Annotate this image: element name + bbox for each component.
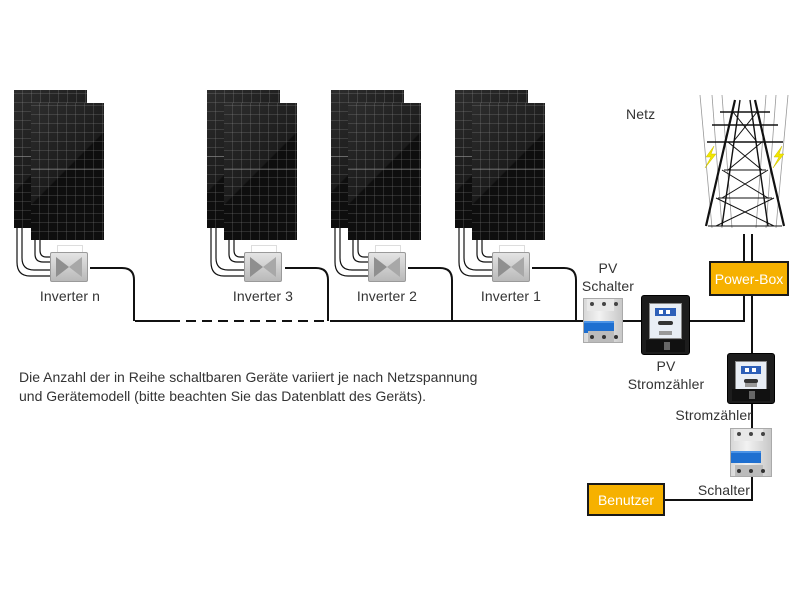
panel-leads-inverter-3: [210, 228, 244, 277]
inverter-n-label: Inverter n: [39, 288, 101, 304]
pv-meter-label-line1: PV: [656, 358, 676, 374]
pv-meter-icon: [641, 295, 690, 355]
main-breaker-icon: [730, 428, 772, 477]
pv-meter-label-line2: Stromzähler: [627, 376, 705, 392]
note-line-2: und Gerätemodell (bitte beachten Sie das…: [19, 388, 427, 404]
inverter-1-bracket: [499, 245, 525, 252]
note-text: Die Anzahl der in Reihe schaltbaren Gerä…: [19, 368, 477, 406]
pv-breaker-icon: [583, 298, 623, 343]
pv-meter-to-powerbox-wire: [690, 296, 745, 322]
inverter-1-icon: [492, 252, 530, 282]
inverter-3-label: Inverter 3: [232, 288, 294, 304]
inverter-3-icon: [244, 252, 282, 282]
pv-switch-label-line1: PV: [598, 260, 618, 276]
lightning-icon-left: [704, 145, 717, 169]
inverter-1-label: Inverter 1: [480, 288, 542, 304]
panel-leads-inverter-1: [458, 228, 492, 277]
solar-panel-3-front: [224, 103, 297, 240]
inverter-3-output-wire: [285, 267, 329, 321]
main-switch-label: Schalter: [697, 482, 750, 498]
solar-panel-1-front: [472, 103, 545, 240]
pv-switch-label-line2: Schalter: [581, 278, 635, 294]
main-meter-label: Stromzähler: [675, 407, 752, 423]
inverter-2-bracket: [375, 245, 401, 252]
power-box: Power-Box: [709, 261, 789, 296]
transmission-tower-icon: [699, 94, 789, 229]
inverter-2-output-wire: [408, 267, 453, 321]
inverter-2-icon: [368, 252, 406, 282]
lightning-icon-right: [772, 145, 785, 169]
main-meter-icon: [727, 353, 775, 404]
solar-panel-n-front: [31, 103, 104, 240]
inverter-2-label: Inverter 2: [356, 288, 418, 304]
user-box: Benutzer: [587, 483, 665, 516]
panel-leads-inverter-n: [16, 228, 50, 277]
inverter-1-output-wire: [532, 267, 577, 321]
panel-leads-inverter-2: [334, 228, 368, 277]
solar-panel-2-front: [348, 103, 421, 240]
inverter-n-bracket: [57, 245, 83, 252]
inverter-3-bracket: [251, 245, 277, 252]
grid-label: Netz: [626, 106, 656, 122]
breaker-to-user-wire: [665, 477, 753, 501]
note-line-1: Die Anzahl der in Reihe schaltbaren Gerä…: [19, 369, 478, 385]
inverter-n-icon: [50, 252, 88, 282]
inverter-n-output-wire: [90, 267, 135, 321]
panel-leads: [16, 228, 492, 277]
